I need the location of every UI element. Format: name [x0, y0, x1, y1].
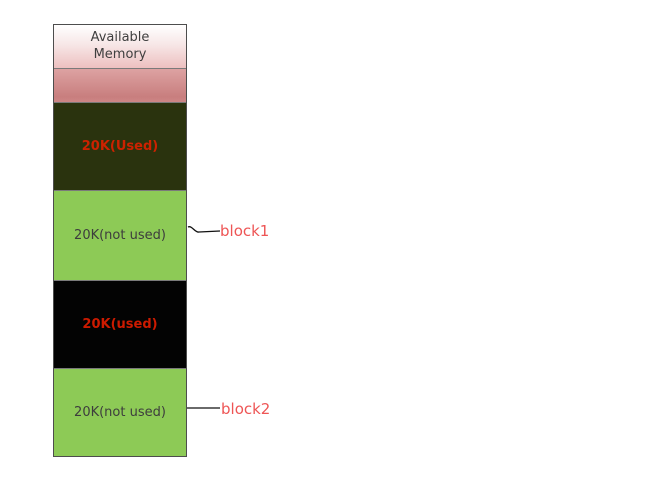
block1-connector-line	[187, 226, 221, 233]
block1-label: block1	[220, 222, 270, 240]
segment-free-block-1-label: 20K(not used)	[74, 228, 166, 243]
segment-free-block-2: 20K(not used)	[54, 369, 186, 456]
memory-column: Available Memory 20K(Used) 20K(not used)…	[53, 24, 187, 457]
available-memory-header: Available Memory	[54, 25, 186, 69]
block2-connector-line	[187, 407, 220, 409]
segment-used-lower: 20K(used)	[54, 281, 186, 369]
segment-free-block-1: 20K(not used)	[54, 191, 186, 281]
segment-used-lower-label: 20K(used)	[82, 317, 158, 332]
segment-used-upper: 20K(Used)	[54, 103, 186, 191]
segment-reserved-gradient	[54, 69, 186, 103]
segment-used-upper-label: 20K(Used)	[81, 139, 159, 154]
segment-free-block-2-label: 20K(not used)	[74, 405, 166, 420]
block2-label: block2	[221, 400, 271, 418]
available-memory-label: Available Memory	[90, 29, 150, 62]
